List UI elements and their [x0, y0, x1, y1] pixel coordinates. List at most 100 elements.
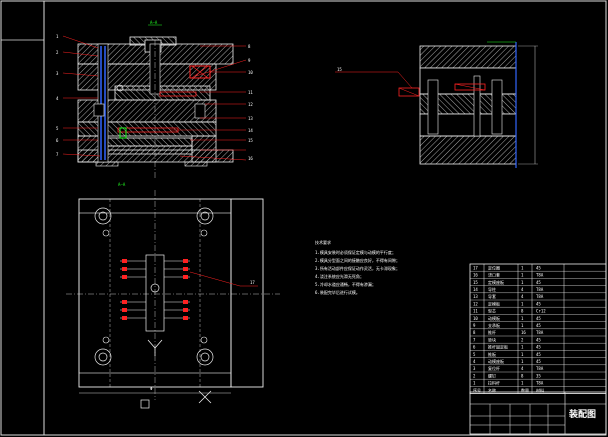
callout-left-7: 7 [56, 152, 59, 157]
tech-note-4: 4.浇注系统应光滑无死角； [315, 273, 364, 279]
bom-cell: 推板 [488, 351, 496, 357]
callout-left-6: 6 [56, 138, 59, 143]
bom-cell: 17 [473, 265, 478, 270]
bom-cell: 定模板 [488, 300, 500, 306]
bom-cell: 4 [521, 294, 524, 299]
bom-cell: T8A [536, 294, 544, 299]
bom-cell: 8 [521, 309, 524, 314]
tech-notes-heading: 技术要求 [315, 239, 331, 245]
callout-side-15: 15 [337, 67, 342, 72]
bom-cell: 1 [521, 316, 524, 321]
callout-right-14: 14 [248, 128, 253, 133]
bom-cell: 10 [473, 316, 478, 321]
callout-right-12: 12 [248, 102, 253, 107]
inner-frame [43, 0, 607, 436]
callout-left-1: 1 [56, 34, 59, 39]
bom-cell: 1 [521, 352, 524, 357]
callout-right-11: 11 [248, 90, 253, 95]
bom-cell: 定位圈 [488, 264, 500, 270]
callout-plan-17: 17 [250, 280, 255, 285]
technical-notes: 技术要求 1.模具安装时必须保证定模与动模的平行度； 2.模具分型面之间的接触应… [315, 239, 400, 295]
section-label: A—A [150, 20, 158, 25]
bom-cell: 导套 [488, 293, 496, 299]
bom-cell: 8 [473, 330, 476, 335]
bom-cell: 1 [521, 265, 524, 270]
bom-cell: 1 [521, 301, 524, 306]
bom-cell: 型芯 [488, 308, 496, 314]
bom-cell: Cr12 [536, 309, 546, 314]
bom-cell: 拉料杆 [488, 380, 500, 386]
bom-cell: 垫块 [488, 336, 496, 342]
bom-cell: 支承板 [488, 322, 500, 328]
bom-cell: 1 [521, 273, 524, 278]
bom-cell: 导柱 [488, 286, 496, 292]
bom-cell: 3 [473, 366, 476, 371]
bom-cell: T8A [536, 381, 544, 386]
bom-cell: 动模座板 [488, 358, 504, 364]
bom-cell: 7 [473, 337, 476, 342]
bom-cell: 12 [473, 301, 478, 306]
callout-left-2: 2 [56, 50, 59, 55]
bom-cell: 45 [536, 352, 541, 357]
callout-right-15: 15 [248, 138, 253, 143]
tech-note-6: 6.装配完毕后进行试模。 [315, 289, 360, 295]
bom-cell: 1 [521, 345, 524, 350]
callout-right-16: 16 [248, 156, 253, 161]
bom-cell: 45 [536, 337, 541, 342]
callout-right-10: 10 [248, 70, 253, 75]
bom-cell: T8A [536, 330, 544, 335]
bom-cell: 4 [521, 287, 524, 292]
bom-cell: 45 [536, 345, 541, 350]
tech-note-3: 3.所有活动部件应保证动作灵活，无卡滞现象； [315, 265, 400, 271]
bom-cell: 15 [473, 280, 478, 285]
bom-cell: 45 [536, 301, 541, 306]
bom-cell: 13 [473, 294, 478, 299]
bom-cell: 2 [521, 337, 524, 342]
bom-cell: 14 [473, 287, 478, 292]
bom-cell: 推杆 [488, 329, 496, 335]
bom-header-cell: 序号 [473, 387, 481, 393]
bom-header-cell: 材料 [536, 387, 544, 393]
bom-cell: 16 [521, 330, 526, 335]
bom-cell: 1 [473, 381, 476, 386]
tech-note-1: 1.模具安装时必须保证定模与动模的平行度； [315, 249, 396, 255]
bom-cell: 1 [521, 280, 524, 285]
bom-cell: 1 [521, 323, 524, 328]
bom-cell: 1 [521, 381, 524, 386]
callout-left-4: 4 [56, 96, 59, 101]
bom-cell: 6 [473, 345, 476, 350]
callout-left-3: 3 [56, 71, 59, 76]
bom-header-cell: 名称 [488, 387, 496, 393]
bom-cell: 8 [521, 373, 524, 378]
bom-cell: 11 [473, 309, 478, 314]
bom-cell: 2 [473, 373, 476, 378]
bom-cell: 4 [521, 366, 524, 371]
bom-header-cell: 数量 [521, 387, 529, 393]
bom-cell: 推杆固定板 [488, 344, 508, 350]
bom-cell: 9 [473, 323, 476, 328]
plan-view-label: A—A [118, 182, 126, 187]
bom-cell: 5 [473, 352, 476, 357]
bom-cell: 定模座板 [488, 279, 504, 285]
title-block: 装配图 [469, 391, 607, 435]
side-section-view: 15 [335, 41, 538, 168]
bom-cell: 动模板 [488, 315, 500, 321]
bom-cell: 45 [536, 280, 541, 285]
callout-right-9: 9 [248, 58, 251, 63]
bom-cell: 35 [536, 373, 541, 378]
bom-cell: 45 [536, 316, 541, 321]
main-section-view: A—A [56, 20, 253, 180]
bom-cell: T8A [536, 273, 544, 278]
dimension-label: Φ [150, 386, 153, 391]
bom-cell: 45 [536, 323, 541, 328]
bom-cell: 45 [536, 359, 541, 364]
bom-cell: T8A [536, 287, 544, 292]
title-block-name: 装配图 [568, 408, 596, 419]
bom-cell: 16 [473, 273, 478, 278]
bom-cell: 45 [536, 265, 541, 270]
bom-cell: 浇口套 [488, 272, 500, 278]
bom-cell: 4 [473, 359, 476, 364]
bom-cell: 复位杆 [488, 365, 500, 371]
